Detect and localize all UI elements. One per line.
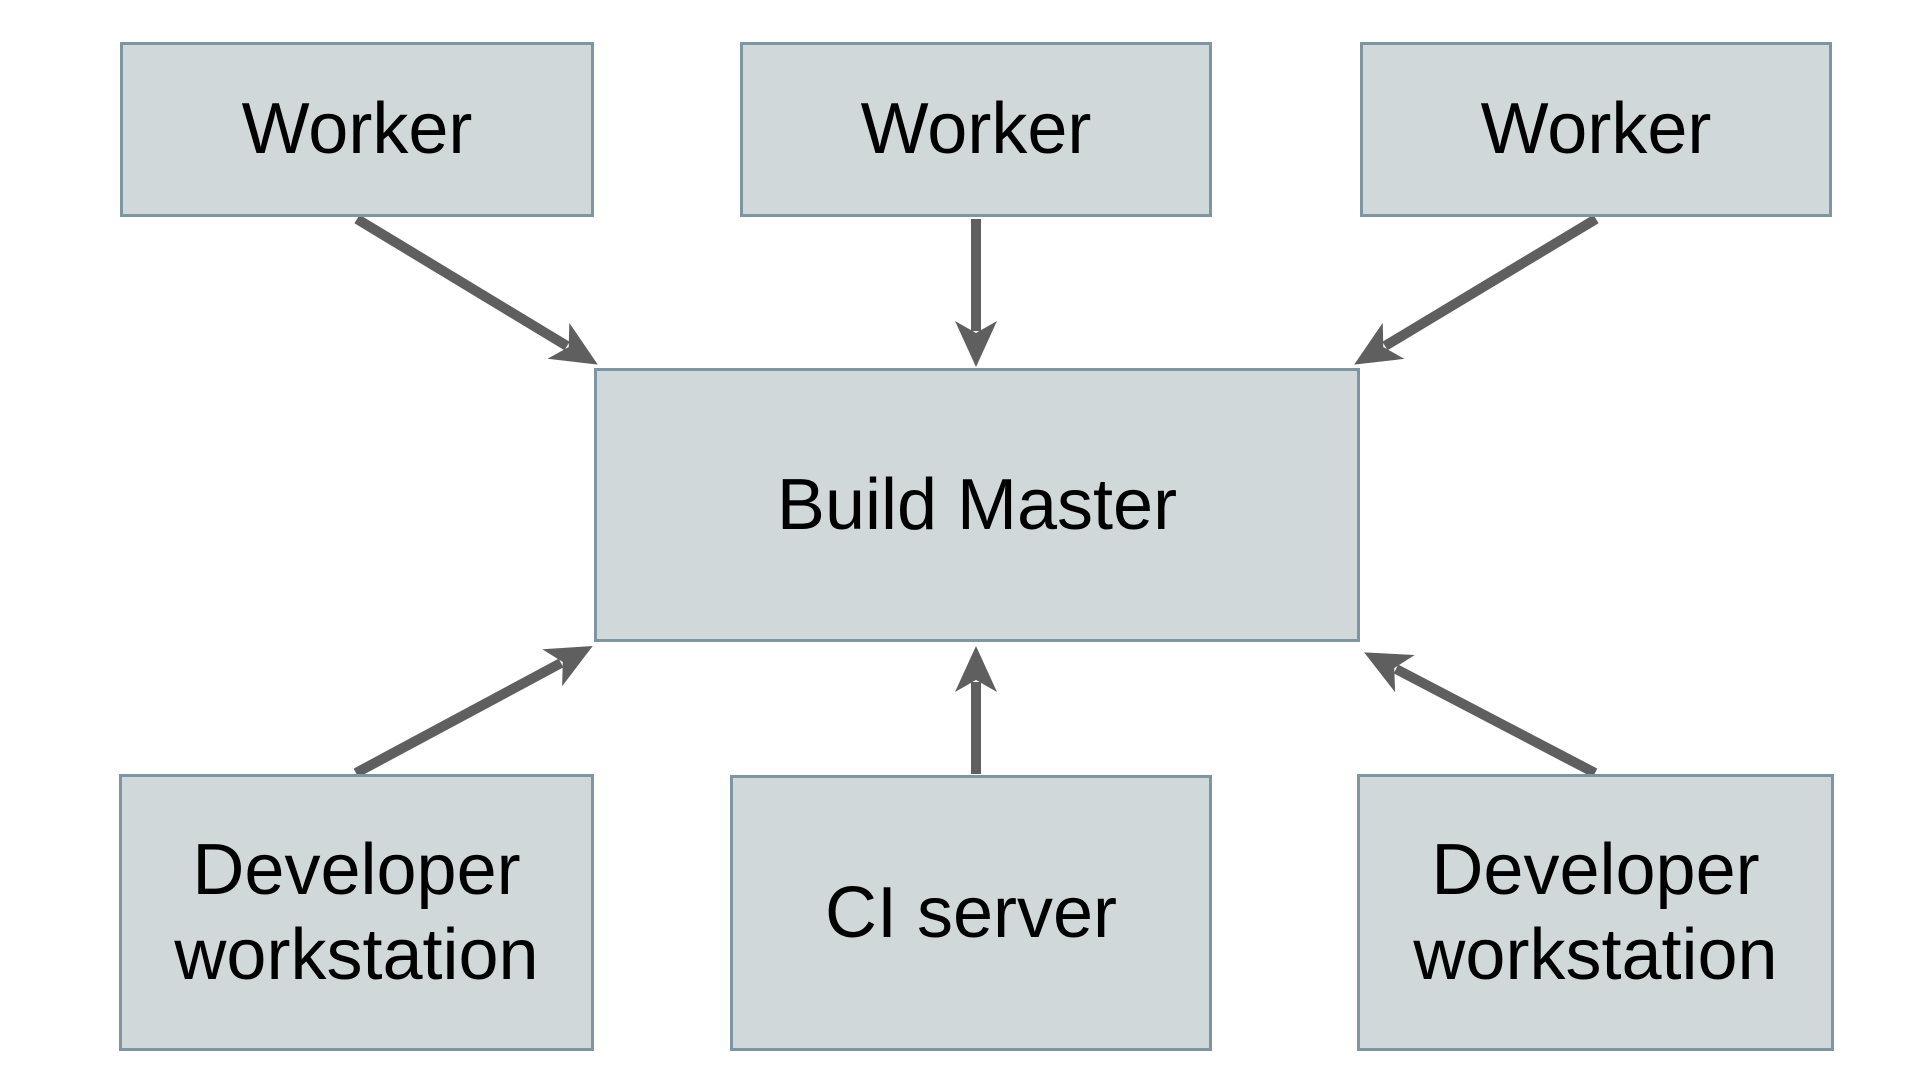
arrow-dev-left-to-build-master: [353, 645, 593, 778]
node-worker-1: Worker: [120, 42, 594, 217]
node-worker-3-label: Worker: [1480, 89, 1712, 170]
arrow-worker1-to-build-master: [354, 214, 598, 365]
node-worker-1-label: Worker: [241, 89, 473, 170]
node-ci-server-label: CI server: [824, 872, 1118, 953]
arrow-dev-right-to-build-master: [1364, 652, 1598, 778]
node-build-master-label: Build Master: [776, 464, 1178, 545]
node-worker-3: Worker: [1360, 42, 1832, 217]
node-developer-workstation-right-label: Developer workstation: [1413, 829, 1778, 995]
node-worker-2-label: Worker: [860, 89, 1092, 170]
node-worker-2: Worker: [740, 42, 1212, 217]
node-developer-workstation-right: Developer workstation: [1357, 774, 1834, 1051]
arrow-worker3-to-build-master: [1354, 214, 1599, 365]
node-ci-server: CI server: [730, 775, 1212, 1051]
node-developer-workstation-left-label: Developer workstation: [174, 829, 539, 995]
node-developer-workstation-left: Developer workstation: [119, 774, 594, 1051]
node-build-master: Build Master: [594, 368, 1360, 642]
